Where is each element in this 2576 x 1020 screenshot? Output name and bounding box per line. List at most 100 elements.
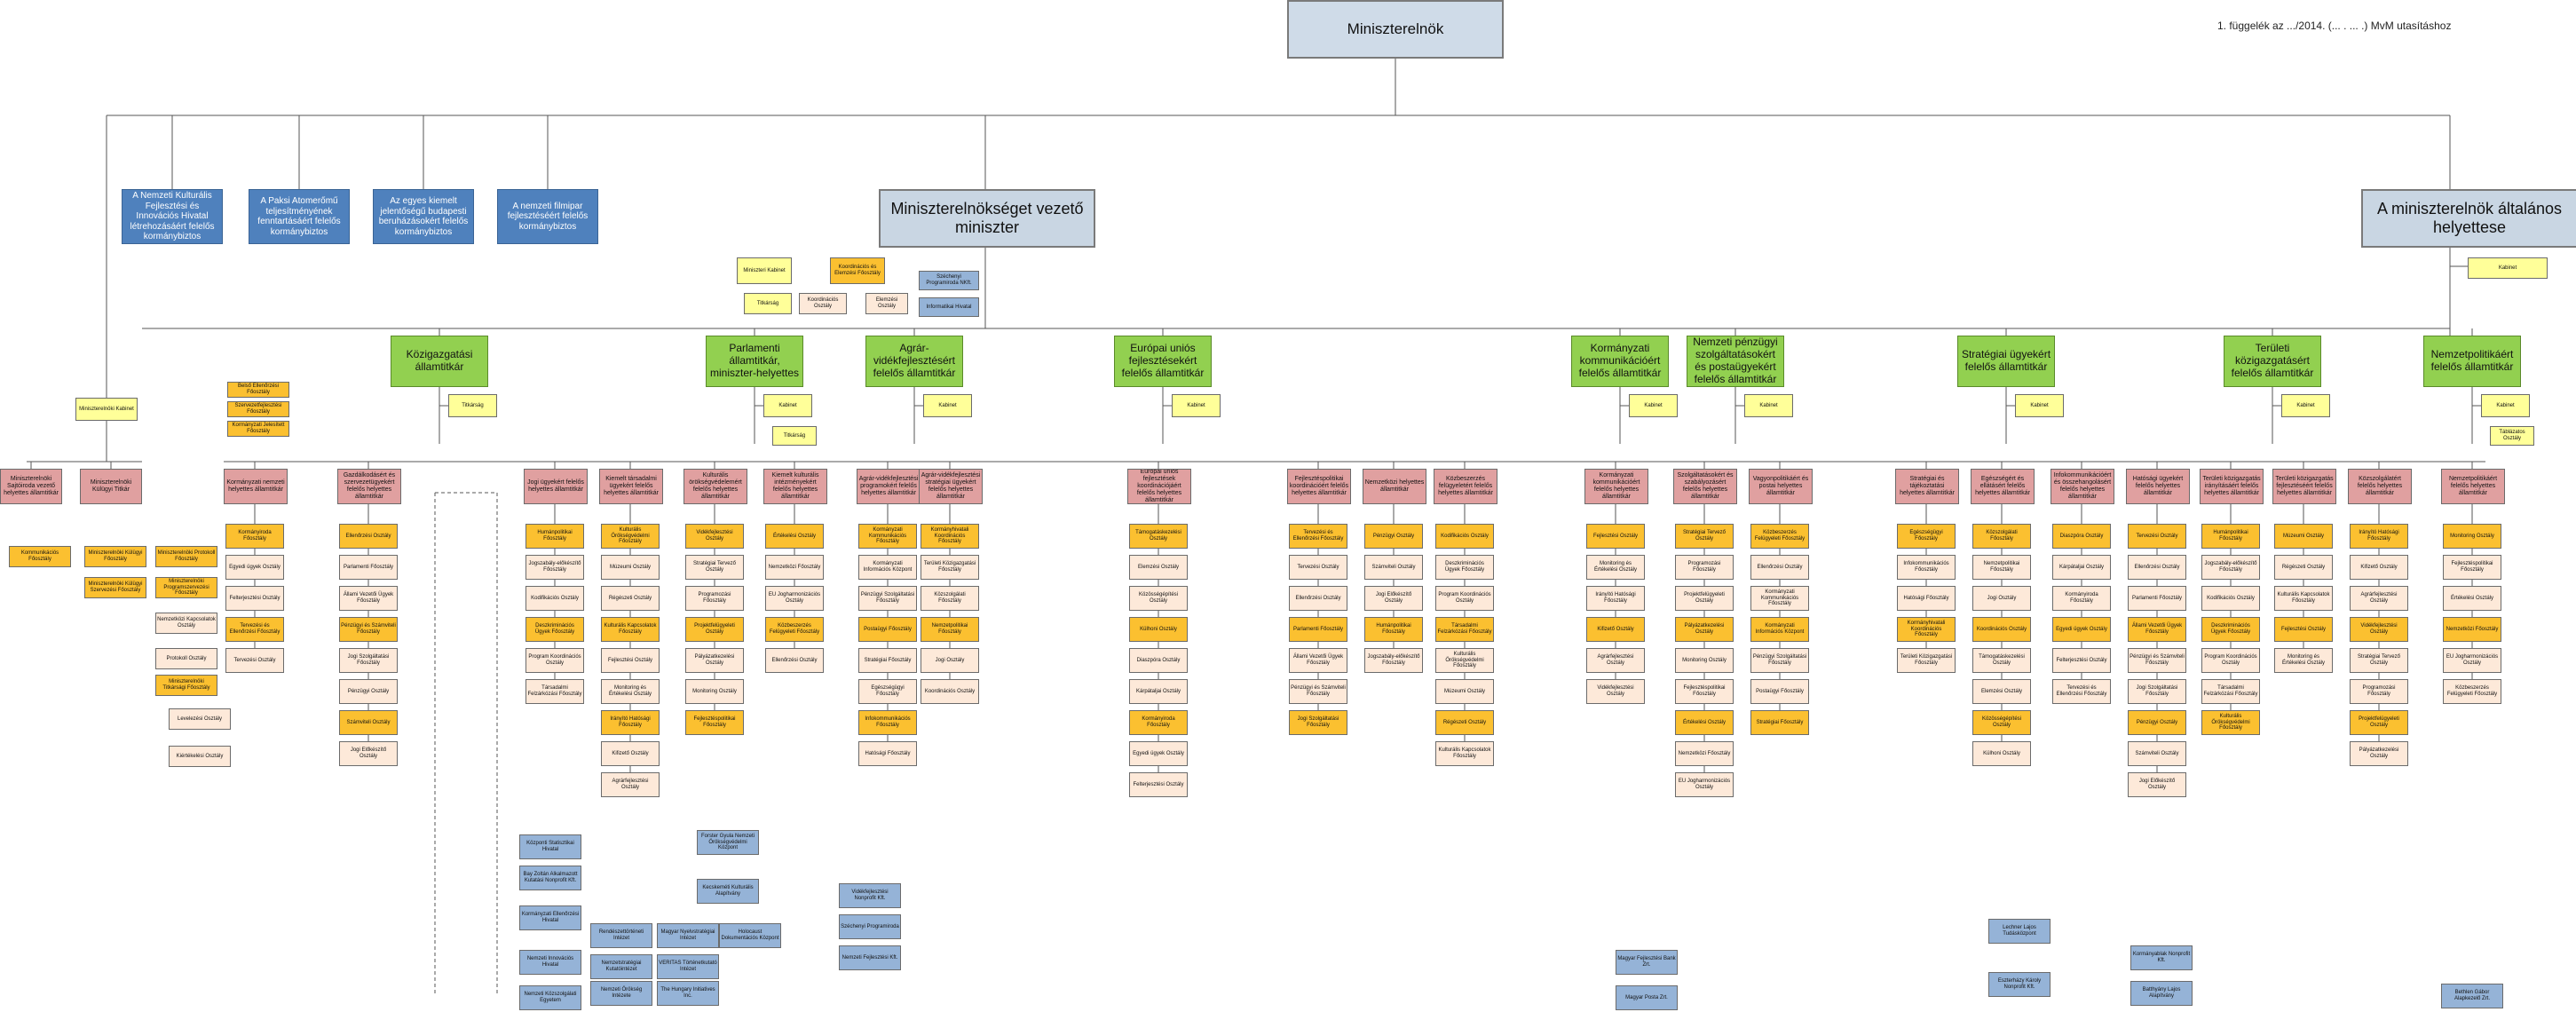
state-secretary-1: Közigazgatási államtitkár: [391, 336, 488, 387]
document-reference-note: 1. függelék az .../2014. (... . ... .) M…: [2217, 20, 2452, 32]
department-box: Számviteli Osztály: [2128, 741, 2186, 766]
deputy-secretary-12: Közbeszerzés felügyeletért felelős helye…: [1434, 469, 1497, 504]
deputy-secretary-5: Kulturális örökségvédelemért felelős hel…: [684, 469, 747, 504]
deputy-secretary-6: Kiemelt kulturális intézményekért felelő…: [763, 469, 827, 504]
department-box: Ellenőrzési Osztály: [1289, 586, 1347, 611]
department-box: Jogszabály-előkészítő Főosztály: [525, 555, 584, 580]
state-secretary-cabinet2-9: Táblázatos Osztály: [2490, 426, 2534, 446]
deputy-secretary-13: Kormányzati kommunikációért felelős hely…: [1584, 469, 1648, 504]
department-box: Múzeumi Osztály: [1435, 679, 1494, 704]
department-box: EU Jogharmonizációs Osztály: [1675, 772, 1734, 797]
department-box: Program Koordinációs Osztály: [525, 648, 584, 673]
department-box: Támogatáskezelési Osztály: [1129, 524, 1188, 549]
department-box: Egészségügyi Főosztály: [1897, 524, 1956, 549]
chief-staff-7: Informatikai Hivatal: [919, 297, 979, 317]
department-box: Területi Közigazgatási Főosztály: [921, 555, 979, 580]
department-box: Koordinációs Osztály: [921, 679, 979, 704]
affiliated-body-7: Kecskeméti Kulturális Alapítvány: [697, 879, 759, 904]
department-box: Nemzetközi Főosztály: [765, 555, 824, 580]
deputy-secretary-4: Kiemelt társadalmi ügyekért felelős hely…: [599, 469, 663, 504]
state-secretary-cabinet-1: Titkárság: [448, 394, 497, 417]
department-box: Kulturális Örökségvédelmi Főosztály: [2201, 710, 2260, 735]
department-box: Ellenőrzési Osztály: [765, 648, 824, 673]
department-box: Pénzügyi Szolgáltatási Főosztály: [1750, 648, 1809, 673]
department-box: Fejlesztési Osztály: [1586, 524, 1645, 549]
department-box: Kormányzati Kommunikációs Főosztály: [858, 524, 917, 549]
department-box: Infokommunikációs Főosztály: [1897, 555, 1956, 580]
state-secretary-cabinet-7: Kabinet: [2015, 394, 2064, 417]
department-box: Irányító Hatósági Főosztály: [2350, 524, 2408, 549]
department-box: Külhoni Osztály: [1129, 617, 1188, 642]
department-box: Jogi Előkészítő Osztály: [1364, 586, 1423, 611]
department-box: Jogi Szolgáltatási Főosztály: [2128, 679, 2186, 704]
affiliated-body-2: Bay Zoltán Alkalmazott Kutatási Nonprofi…: [519, 866, 581, 890]
department-box: Kárpátaljai Osztály: [2052, 555, 2111, 580]
department-box: Koordinációs Osztály: [1972, 617, 2031, 642]
department-box: Humánpolitikai Főosztály: [1364, 617, 1423, 642]
department-box: Diaszpóra Osztály: [2052, 524, 2111, 549]
department-box: Vidékfejlesztési Osztály: [1586, 679, 1645, 704]
department-box: Kodifikációs Osztály: [525, 586, 584, 611]
department-box: EU Jogharmonizációs Osztály: [2443, 648, 2501, 673]
state-secretary-cabinet-6: Kabinet: [1744, 394, 1793, 417]
deputy-secretary-1: Kormányzati nemzeti helyettes államtitká…: [224, 469, 288, 504]
department-box: Társadalmi Felzárkózási Főosztály: [1435, 617, 1494, 642]
affiliated-body-24: Bethlen Gábor Alapkezelő Zrt.: [2441, 984, 2503, 1008]
department-box: Közösségépítési Osztály: [1129, 586, 1188, 611]
department-box: Egészségügyi Főosztály: [858, 679, 917, 704]
department-box: Pénzügyi Osztály: [2128, 710, 2186, 735]
department-box: Kormányiroda Főosztály: [225, 524, 284, 549]
department-box: Egyedi ügyek Osztály: [225, 555, 284, 580]
kozig-side-unit-1: Belső Ellenőrzési Főosztály: [227, 382, 289, 398]
department-box: Régészeti Osztály: [1435, 710, 1494, 735]
affiliated-body-4: Nemzeti Innovációs Hivatal: [519, 950, 581, 975]
department-box: Közösségépítési Osztály: [1972, 710, 2031, 735]
department-box: Parlamenti Főosztály: [1289, 617, 1347, 642]
pm-dept-8: Miniszterelnöki Titkársági Főosztály: [155, 675, 217, 696]
department-box: Elemzési Osztály: [1972, 679, 2031, 704]
affiliated-body-17: Nemzeti Fejlesztési Kft.: [839, 945, 901, 970]
pm-side-head-1: Miniszterelnöki Sajtóiroda vezető helyet…: [0, 469, 62, 504]
kozig-side-unit-3: Kormányzati Jelesített Főosztály: [227, 421, 289, 437]
department-box: Hatósági Főosztály: [858, 741, 917, 766]
affiliated-body-16: Széchenyi Programiroda: [839, 914, 901, 939]
department-box: Irányító Hatósági Főosztály: [1586, 586, 1645, 611]
chief-staff-2: Koordinációs és Elemzési Főosztály: [830, 257, 885, 284]
department-box: Felterjesztési Osztály: [225, 586, 284, 611]
affiliated-body-14: The Hungary Initiatives Inc.: [657, 981, 719, 1006]
deputy-secretary-18: Infokommunikációért és összehangolásért …: [2051, 469, 2114, 504]
state-secretary-5: Kormányzati kommunikációért felelős álla…: [1571, 336, 1669, 387]
state-secretary-cabinet-4: Kabinet: [1172, 394, 1221, 417]
department-box: Fejlesztéspolitikai Főosztály: [1675, 679, 1734, 704]
pm-dept-10: Kiértékelési Osztály: [169, 746, 231, 767]
deputy-secretary-3: Jogi ügyekért felelős helyettes államtit…: [524, 469, 588, 504]
department-box: Ellenőrzési Osztály: [1750, 555, 1809, 580]
department-box: Értékelési Osztály: [1675, 710, 1734, 735]
department-box: Kodifikációs Osztály: [1435, 524, 1494, 549]
affiliated-body-20: Lechner Lajos Tudásközpont: [1988, 919, 2051, 944]
affiliated-body-3: Kormányzati Ellenőrzési Hivatal: [519, 905, 581, 930]
affiliated-body-21: Eszterházy Károly Nonprofit Kft.: [1988, 972, 2051, 997]
pm-cabinet-box: Miniszterelnöki Kabinet: [75, 398, 138, 421]
department-box: Régészeti Osztály: [2274, 555, 2333, 580]
department-box: Pénzügyi és Számviteli Főosztály: [1289, 679, 1347, 704]
pm-dept-6: Nemzetközi Kapcsolatok Osztály: [155, 613, 217, 634]
department-box: Pénzügyi Osztály: [1364, 524, 1423, 549]
department-box: Jogi Osztály: [921, 648, 979, 673]
department-box: Nemzetközi Főosztály: [1675, 741, 1734, 766]
pm-side-head-2: Miniszterelnöki Külügyi Titkár: [80, 469, 142, 504]
department-box: Társadalmi Felzárkózási Főosztály: [2201, 679, 2260, 704]
chief-staff-4: Koordinációs Osztály: [799, 293, 847, 314]
department-box: Kulturális Örökségvédelmi Főosztály: [601, 524, 660, 549]
department-box: Tervezési Osztály: [225, 648, 284, 673]
deputy-secretary-22: Közszolgálatért felelős helyettes államt…: [2348, 469, 2412, 504]
department-box: Deszkriminációs Ügyek Főosztály: [525, 617, 584, 642]
department-box: Hatósági Főosztály: [1897, 586, 1956, 611]
affiliated-body-6: Forster Gyula Nemzeti Örökségvédelmi Köz…: [697, 830, 759, 855]
state-secretary-cabinet-5: Kabinet: [1629, 394, 1678, 417]
department-box: Agrárfejlesztési Osztály: [601, 772, 660, 797]
department-box: Postaügyi Főosztály: [1750, 679, 1809, 704]
department-box: Stratégiai Tervező Osztály: [2350, 648, 2408, 673]
state-secretary-cabinet-3: Kabinet: [923, 394, 972, 417]
